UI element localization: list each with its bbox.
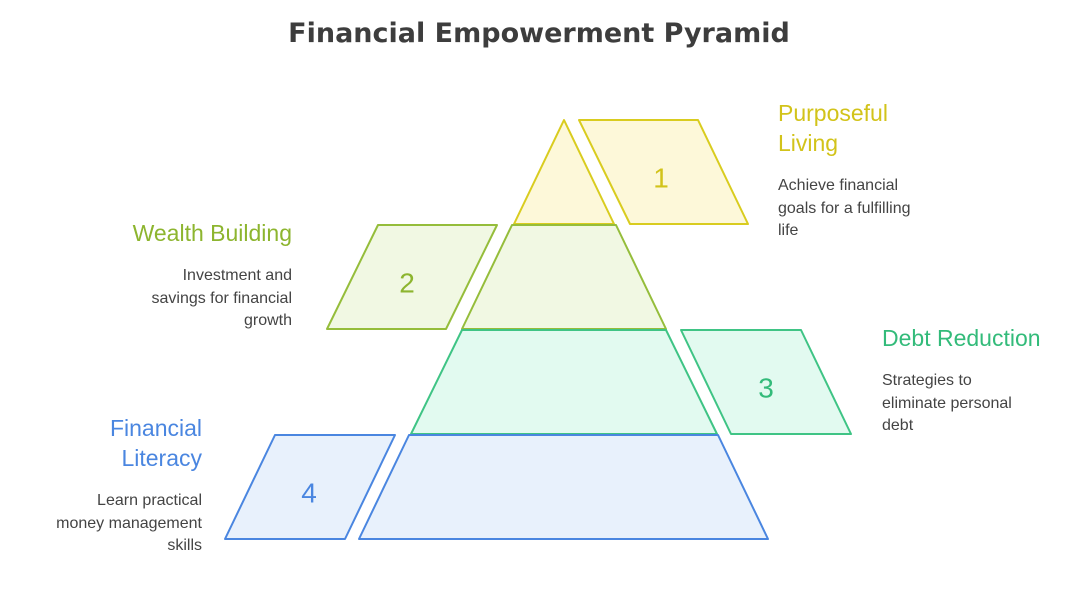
pyramid-tier-4 [358,434,769,540]
level-3-description: Strategies to eliminate personal debt [882,372,1012,434]
level-3-number: 3 [758,372,774,403]
level-4-number: 4 [301,477,317,508]
level-2-badge [326,224,498,330]
level-1-number: 1 [653,162,669,193]
level-1-badge [578,119,749,225]
level-1-heading: Purposeful Living [778,100,888,156]
level-3-badge [680,329,852,435]
level-4-heading: Financial Literacy [109,415,202,471]
pyramid-tier-2 [461,224,667,330]
pyramid-tier-3 [410,329,718,435]
level-2-description: Investment and savings for financial gro… [151,267,292,329]
level-1-description: Achieve financial goals for a fulfilling… [778,177,911,239]
level-4-description: Learn practical money management skills [56,492,202,554]
page-title: Financial Empowerment Pyramid [288,18,790,49]
level-3-heading: Debt Reduction [882,325,1041,351]
level-2-heading: Wealth Building [132,220,292,246]
level-2-number: 2 [399,267,415,298]
level-4-badge [224,434,396,540]
